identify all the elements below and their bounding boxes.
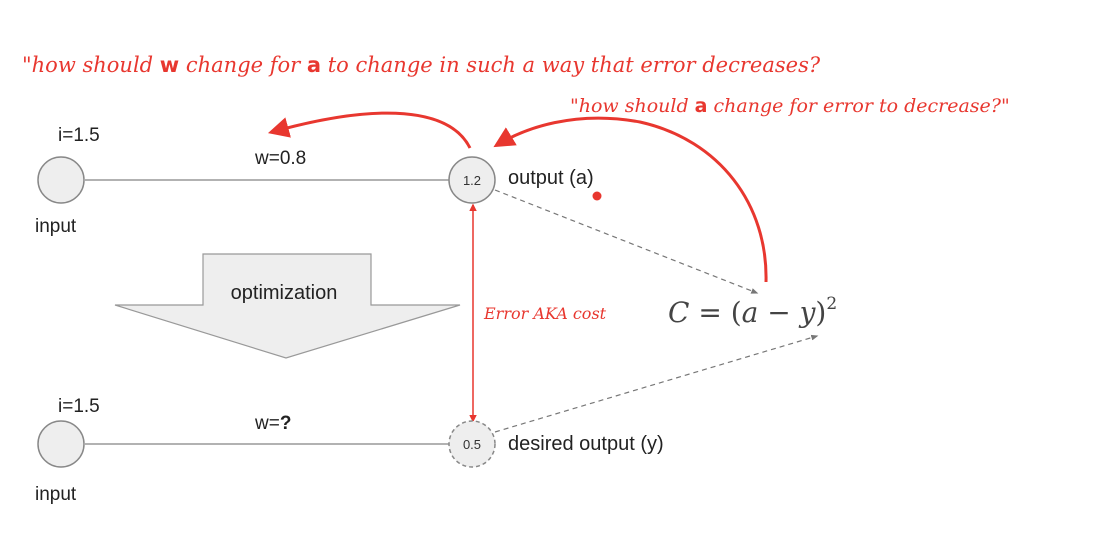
bottom-input-label: input [35,484,77,505]
bottom-output-node [448,420,496,468]
a-to-cost-arrow [494,189,759,294]
top-input-value: i=1.5 [58,125,100,146]
top-input-node [37,156,85,204]
cost-formula: C = (a − y)2 [668,294,837,329]
top-weight-label: w=0.8 [254,148,306,169]
w-change-question: "how should w change for a to change in … [22,53,821,77]
top-input-label: input [35,216,77,237]
bottom-input-value: i=1.5 [58,396,100,417]
bottom-output-label: desired output (y) [508,433,664,455]
bottom-output-value: 0.5 [463,437,481,452]
w-gradient-arrow [267,111,472,149]
a-gradient-arrow [493,116,768,283]
red-dot-marker [592,191,602,201]
bottom-input-node [37,420,85,468]
top-output-label: output (a) [508,167,594,189]
top-output-value: 1.2 [463,173,481,188]
optimization-arrow [114,253,461,359]
top-output-node [448,156,496,204]
bottom-weight-label: w=? [254,413,291,434]
error-cost-label: Error AKA cost [483,304,607,323]
optimization-label: optimization [231,282,338,304]
y-to-cost-arrow [494,334,819,433]
a-change-question: "how should a change for error to decrea… [570,95,1010,117]
